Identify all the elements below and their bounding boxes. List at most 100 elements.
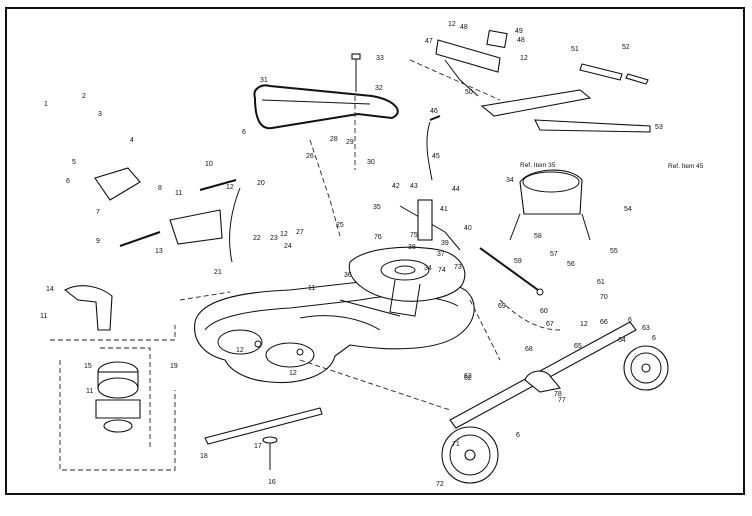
- tension-rod: [479, 247, 544, 296]
- callout: 31: [260, 77, 268, 84]
- callout: 6: [66, 178, 70, 185]
- callout: 21: [214, 269, 222, 276]
- callout: 16: [268, 479, 276, 486]
- callout: 14: [46, 286, 54, 293]
- callout: 11: [40, 313, 47, 320]
- blade-and-spindle: [204, 407, 323, 470]
- callout: 34: [506, 177, 514, 184]
- callout: 51: [571, 46, 579, 53]
- callout: 5: [72, 159, 76, 166]
- callout: 40: [464, 225, 472, 232]
- left-brackets: [94, 167, 241, 263]
- callout: 32: [375, 85, 383, 92]
- callout: 42: [392, 183, 400, 190]
- callout: 68: [525, 346, 533, 353]
- callout: 11: [86, 388, 93, 395]
- callout: 2: [82, 93, 86, 100]
- engine-mount: [509, 169, 591, 241]
- callout: 65: [574, 343, 582, 350]
- callout: 77: [558, 397, 566, 404]
- bracket-14: [63, 285, 113, 331]
- callout: 15: [84, 363, 92, 370]
- deck-top-plate: [348, 246, 466, 317]
- callout-labels: 1 2 3 4 5 6 7 8 9 10 11 12 13 14 15 16 1…: [40, 21, 663, 488]
- callout: 6: [516, 432, 520, 439]
- callout: 71: [452, 441, 460, 448]
- callout: 12: [580, 321, 588, 328]
- callout: 43: [410, 183, 418, 190]
- callout: 25: [336, 222, 344, 229]
- callout: 8: [158, 185, 162, 192]
- callout: 4: [130, 137, 134, 144]
- callout: 67: [546, 321, 554, 328]
- drive-belt: [253, 84, 399, 130]
- callout: 63: [642, 325, 650, 332]
- bolt-33: [351, 53, 361, 92]
- callout: 30: [367, 159, 375, 166]
- callout: 12: [226, 184, 234, 191]
- callout: 11: [308, 285, 315, 292]
- callout: 74: [438, 267, 446, 274]
- callout: 9: [96, 238, 100, 245]
- callout: 60: [540, 308, 548, 315]
- callout: 50: [465, 89, 473, 96]
- callout: 36: [344, 272, 352, 279]
- callout: 18: [200, 453, 208, 460]
- callout: 69: [498, 303, 506, 310]
- diagram-frame: [5, 7, 745, 495]
- callout: 22: [253, 235, 261, 242]
- callout: 57: [550, 251, 558, 258]
- callout: 44: [452, 186, 460, 193]
- leader-lines: [50, 59, 561, 471]
- callout: 17: [254, 443, 262, 450]
- callout: 62: [464, 375, 472, 382]
- callout: 7: [96, 209, 100, 216]
- callout: 12: [280, 231, 288, 238]
- callout: 19: [170, 363, 178, 370]
- callout: 66: [600, 319, 608, 326]
- callout: 58: [534, 233, 542, 240]
- upper-right-arms: [435, 29, 651, 133]
- callout: 39: [441, 240, 449, 247]
- callout: 1: [44, 101, 48, 108]
- spindle-pulley: [95, 361, 141, 433]
- callout: 47: [425, 38, 433, 45]
- callout: 72: [436, 481, 444, 488]
- callout: 41: [440, 206, 448, 213]
- callout: 53: [655, 124, 663, 131]
- ref-item-45: Ref. Item 45: [668, 163, 704, 170]
- callout: 45: [432, 153, 440, 160]
- callout: 6: [628, 317, 632, 324]
- callout: 78: [554, 391, 562, 398]
- callout: 20: [257, 180, 265, 187]
- callout: 46: [430, 108, 438, 115]
- callout: 73: [454, 264, 462, 271]
- callout: 10: [205, 161, 213, 168]
- callout: 59: [514, 258, 522, 265]
- callout: 29: [346, 139, 354, 146]
- callout: 52: [622, 44, 630, 51]
- callout: 12: [448, 21, 456, 28]
- callout: 38: [408, 244, 416, 251]
- callout: 37: [437, 251, 445, 258]
- callout: 64: [618, 337, 626, 344]
- callout: 26: [306, 153, 314, 160]
- callout: 55: [610, 248, 618, 255]
- lift-rod-assembly: [399, 115, 461, 251]
- callout: 48: [460, 24, 468, 31]
- callout: 23: [270, 235, 278, 242]
- callout: 70: [600, 294, 608, 301]
- callout: 12: [236, 347, 244, 354]
- callout: 49: [515, 28, 523, 35]
- callout: 33: [376, 55, 384, 62]
- callout: 27: [296, 229, 304, 236]
- callout: 6: [652, 335, 656, 342]
- callout: 11: [175, 190, 182, 197]
- callout: 35: [373, 204, 381, 211]
- callout: 28: [330, 136, 338, 143]
- callout: 12: [520, 55, 528, 62]
- callout: 75: [410, 232, 418, 239]
- front-wheel-axle: [441, 321, 669, 484]
- callout: 54: [624, 206, 632, 213]
